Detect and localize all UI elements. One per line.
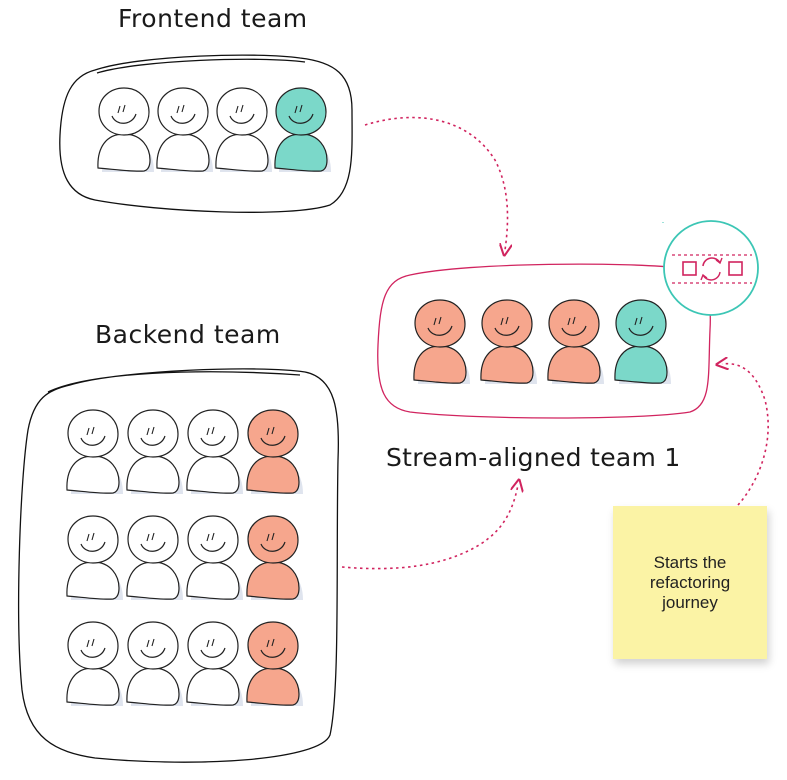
person-icon (274, 87, 331, 172)
person-icon (97, 87, 154, 172)
refactor-icon (662, 220, 759, 316)
person-icon (413, 299, 470, 384)
person-icon (126, 409, 183, 494)
person-icon (614, 299, 671, 384)
person-icon (126, 515, 183, 600)
sticky-to-stream-arrow (722, 364, 769, 506)
person-icon (186, 515, 243, 600)
backend-to-stream-arrow (341, 485, 518, 570)
frontend-to-stream-arrow (364, 116, 508, 250)
person-icon (246, 515, 303, 600)
person-icon (66, 621, 123, 706)
frontend-group-outline (59, 54, 353, 213)
person-icon (246, 409, 303, 494)
frontend-team-title: Frontend team (118, 4, 308, 33)
stream-aligned-members (413, 299, 671, 384)
person-icon (156, 87, 213, 172)
backend-team-title: Backend team (95, 320, 281, 349)
stream-aligned-team-title: Stream-aligned team 1 (386, 443, 681, 472)
person-icon (66, 409, 123, 494)
sticky-note: Starts the refactoring journey (613, 506, 767, 659)
frontend-members (97, 87, 331, 172)
person-icon (66, 515, 123, 600)
person-icon (186, 621, 243, 706)
person-icon (547, 299, 604, 384)
person-icon (186, 409, 243, 494)
stream-aligned-group-outline (377, 263, 711, 419)
person-icon (246, 621, 303, 706)
person-icon (480, 299, 537, 384)
sticky-note-text: Starts the refactoring journey (649, 552, 731, 612)
backend-group-outline (18, 368, 340, 763)
person-icon (126, 621, 183, 706)
person-icon (215, 87, 272, 172)
backend-members (66, 409, 303, 706)
